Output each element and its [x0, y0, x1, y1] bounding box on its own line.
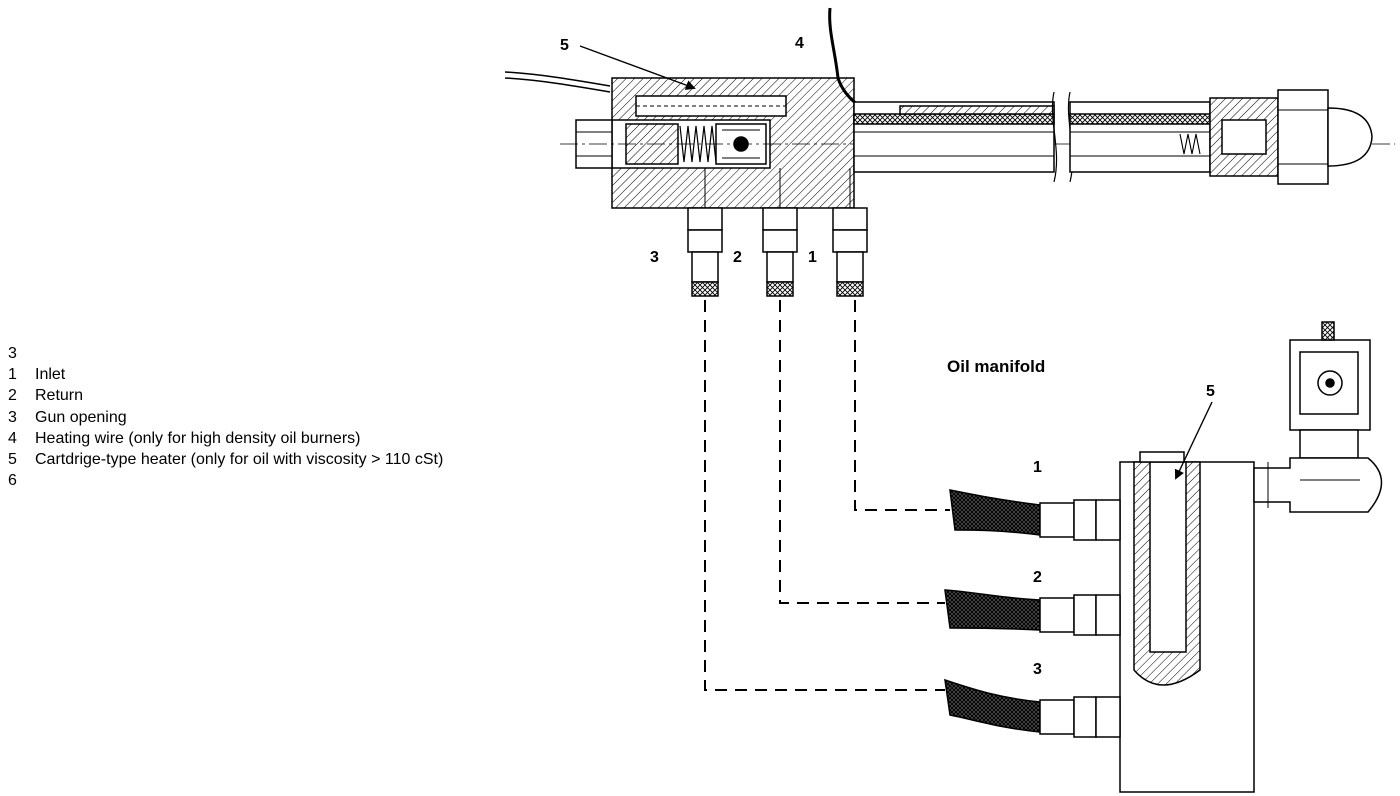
legend-item: 2 Return — [8, 385, 698, 406]
heater-cable — [504, 71, 611, 87]
line-return — [779, 300, 945, 604]
legend-item-number: 1 — [8, 366, 17, 384]
legend-item: 5 Cartdrige-type heater (only for oil wi… — [8, 449, 698, 470]
legend-item-number: 2 — [8, 387, 17, 405]
legend-item-text: Return — [35, 387, 84, 405]
gun-callout-2: 2 — [733, 249, 742, 266]
line-gun-opening — [704, 300, 945, 691]
legend-item-text: Heating wire (only for high density oil … — [35, 429, 361, 447]
legend-item: 3 — [8, 343, 698, 364]
legend-item: 4 Heating wire (only for high density oi… — [8, 428, 698, 449]
manifold-callout-2: 2 — [1033, 569, 1042, 586]
gun-callout-4: 4 — [795, 35, 804, 52]
line-inlet — [854, 300, 950, 511]
gun-callout-5: 5 — [560, 37, 569, 54]
solenoid-valve — [1253, 321, 1383, 513]
gun-callout-1: 1 — [808, 249, 817, 266]
legend-item-number: 6 — [8, 472, 17, 490]
legend-item-number: 3 — [8, 408, 17, 426]
manifold-title: Oil manifold — [947, 357, 1045, 376]
legend-item-number: 5 — [8, 450, 17, 468]
legend: 3 1 Inlet 2 Return 3 Gun opening 4 Heati… — [8, 343, 698, 491]
gun-barrel — [853, 91, 1211, 183]
legend-item: 3 Gun opening — [8, 407, 698, 428]
heater-leader-arrow — [579, 45, 696, 90]
manifold-hose-2 — [944, 589, 1121, 636]
manifold-hose-3 — [944, 678, 1121, 738]
legend-item-text: Gun opening — [35, 408, 127, 426]
fitting-return — [687, 207, 723, 297]
legend-item-text: Inlet — [35, 366, 66, 384]
oil-manifold — [944, 321, 1383, 793]
oil-gun-assembly — [504, 7, 1395, 297]
nozzle-head — [1209, 89, 1373, 185]
manifold-heater-leader-arrow — [1174, 401, 1213, 480]
manifold-callout-5: 5 — [1206, 383, 1215, 400]
manifold-hose-1 — [949, 489, 1121, 541]
fitting-gun-opening — [832, 207, 868, 297]
heating-wire — [828, 7, 840, 79]
connection-lines — [704, 300, 950, 691]
manifold-callout-3: 3 — [1033, 661, 1042, 678]
fitting-inlet — [762, 207, 798, 297]
manifold-callout-1: 1 — [1033, 459, 1042, 476]
legend-item: 1 Inlet — [8, 364, 698, 385]
legend-item: 6 — [8, 470, 698, 491]
legend-item-text: Cartdrige-type heater (only for oil with… — [35, 450, 444, 468]
gun-callout-3: 3 — [650, 249, 659, 266]
legend-item-number: 3 — [8, 345, 17, 362]
legend-item-number: 4 — [8, 429, 17, 447]
